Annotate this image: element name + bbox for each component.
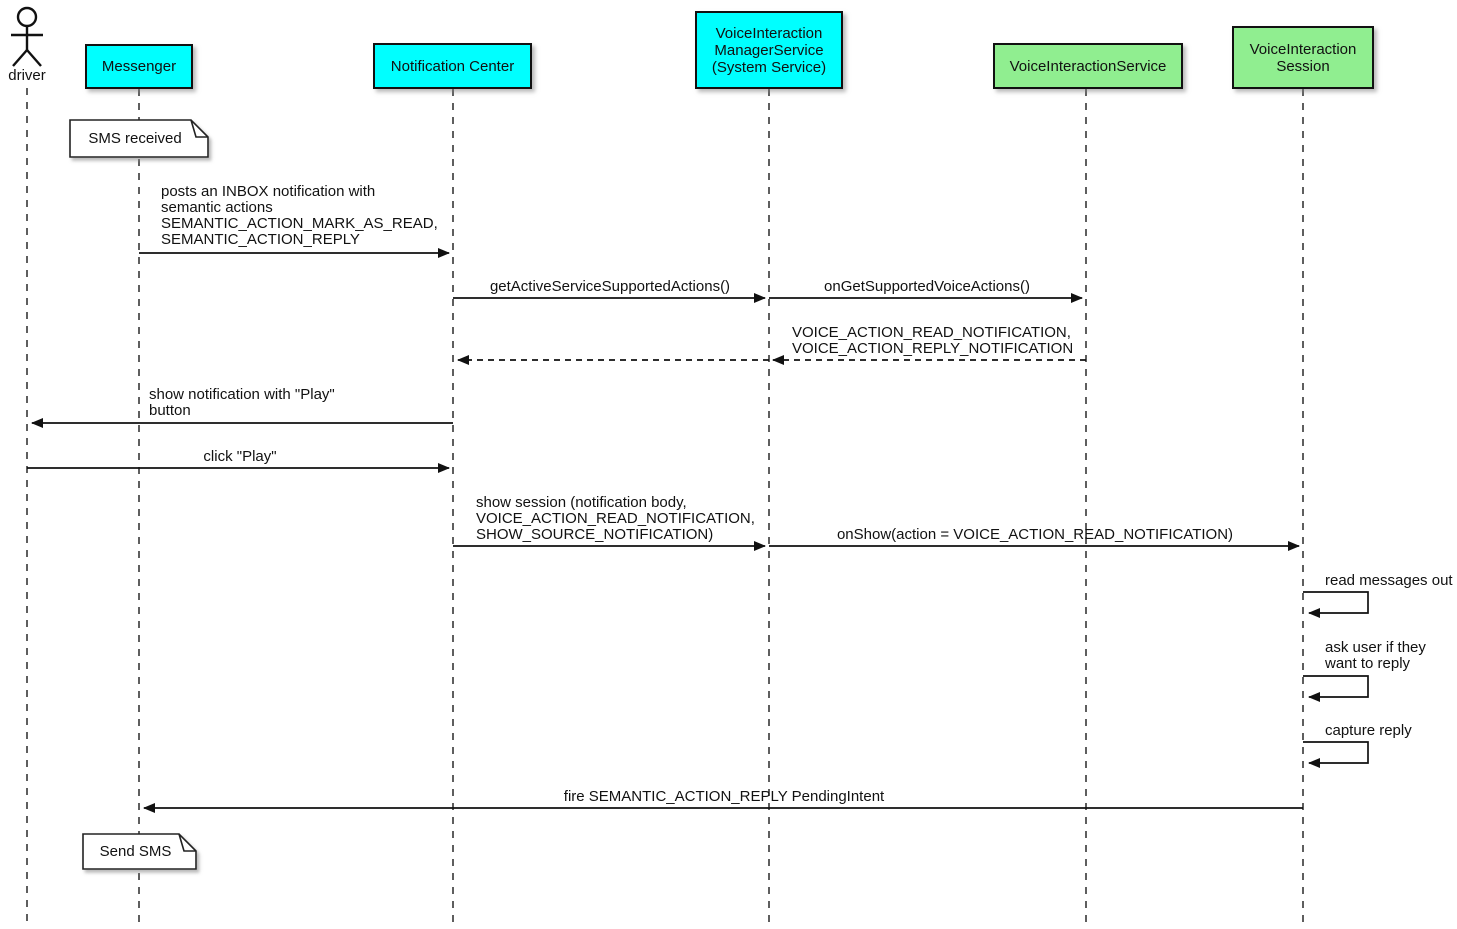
self-arrow-read-messages-out bbox=[1303, 591, 1369, 618]
message-get-active-service-supported-actions: getActiveServiceSupportedActions() bbox=[489, 278, 731, 295]
actor-driver-label: driver bbox=[8, 67, 46, 84]
actor-driver-icon bbox=[11, 6, 43, 67]
self-arrow-capture-reply bbox=[1303, 741, 1369, 768]
participant-voice-interaction-manager-service: VoiceInteraction ManagerService (System … bbox=[695, 11, 843, 89]
message-posts-inbox-notification: posts an INBOX notification with semanti… bbox=[161, 183, 438, 248]
participant-voice-interaction-session: VoiceInteraction Session bbox=[1232, 26, 1374, 89]
note-send-sms: Send SMS bbox=[99, 843, 172, 860]
note-shapes bbox=[69, 119, 209, 870]
message-return-voice-actions: VOICE_ACTION_READ_NOTIFICATION, VOICE_AC… bbox=[792, 324, 1074, 357]
message-on-get-supported-voice-actions: onGetSupportedVoiceActions() bbox=[824, 278, 1030, 295]
message-show-notification-play-button: show notification with "Play" button bbox=[149, 386, 335, 419]
message-capture-reply: capture reply bbox=[1325, 722, 1412, 739]
note-sms-received-shape bbox=[69, 119, 209, 158]
participant-notification-center: Notification Center bbox=[373, 43, 532, 89]
message-show-session: show session (notification body, VOICE_A… bbox=[476, 494, 755, 543]
message-on-show: onShow(action = VOICE_ACTION_READ_NOTIFI… bbox=[836, 526, 1234, 543]
participant-voice-interaction-service: VoiceInteractionService bbox=[993, 43, 1183, 89]
participant-messenger: Messenger bbox=[85, 44, 193, 89]
message-arrows bbox=[27, 248, 1369, 813]
self-arrow-ask-user-reply bbox=[1303, 675, 1369, 702]
message-fire-semantic-action-reply: fire SEMANTIC_ACTION_REPLY PendingIntent bbox=[563, 788, 885, 805]
message-ask-user-reply: ask user if they want to reply bbox=[1325, 639, 1426, 672]
message-read-messages-out: read messages out bbox=[1325, 572, 1453, 589]
message-click-play: click "Play" bbox=[203, 448, 277, 465]
note-send-sms-shape bbox=[82, 833, 197, 870]
note-sms-received: SMS received bbox=[88, 130, 182, 147]
